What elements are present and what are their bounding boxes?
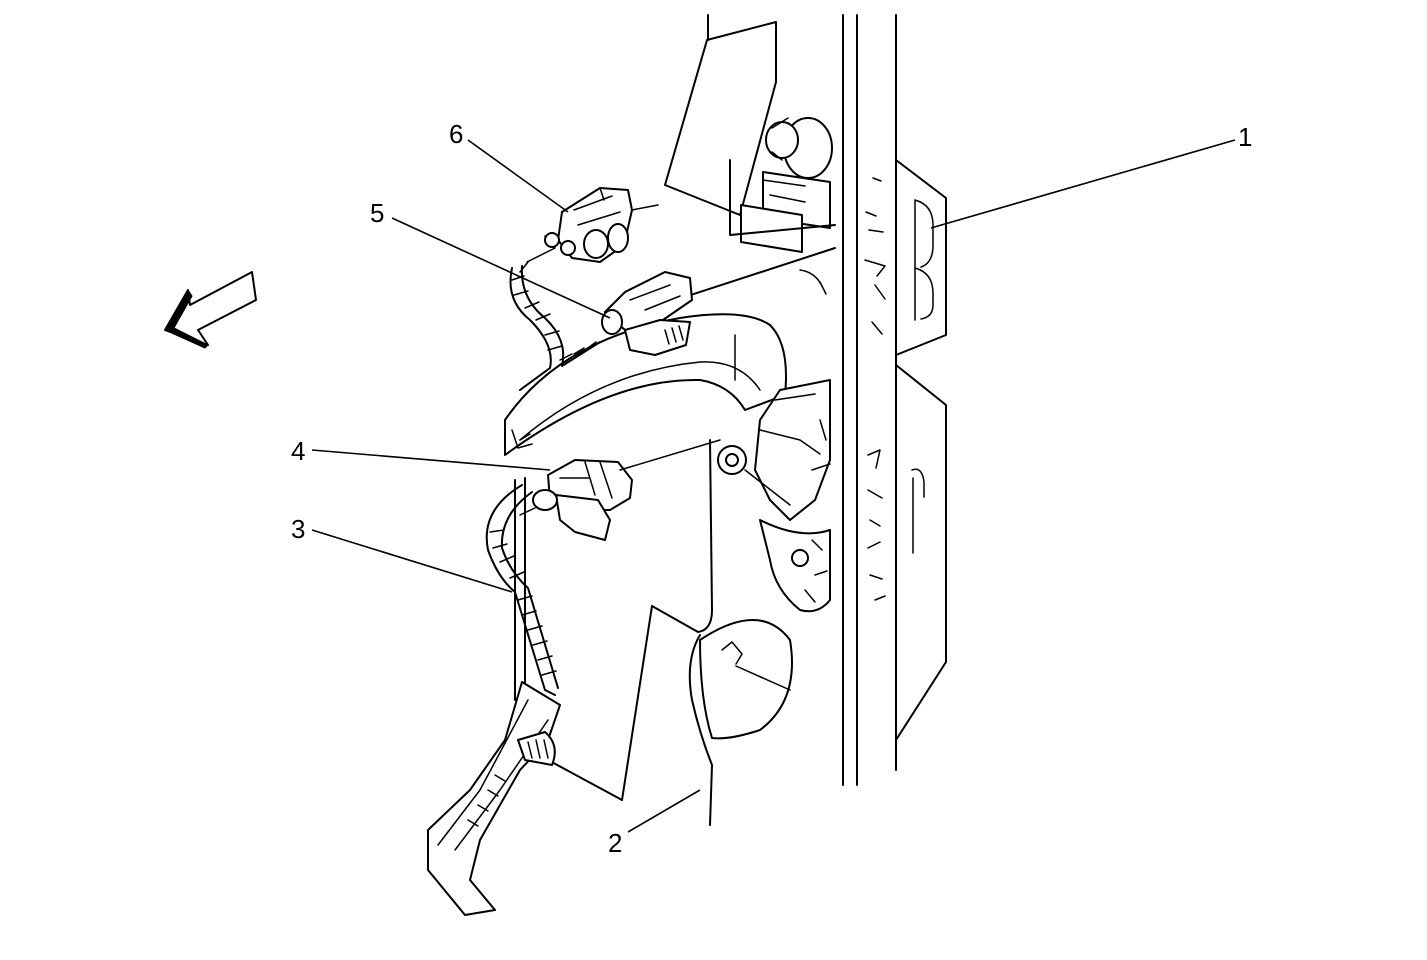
callout-5: 5 (370, 198, 384, 228)
callout-labels: 1 2 3 4 5 6 (291, 119, 1252, 858)
door-latch (717, 379, 831, 613)
callout-4: 4 (291, 436, 305, 466)
forward-direction-arrow-icon (164, 271, 257, 349)
connector-6 (519, 187, 659, 273)
body-structure (619, 14, 836, 319)
callout-2: 2 (608, 828, 622, 858)
trim-arc (504, 313, 787, 456)
lower-trim-strip (427, 681, 561, 916)
callout-1: 1 (1238, 122, 1252, 152)
leader-lines (311, 139, 1236, 833)
inner-door-panel (547, 439, 793, 826)
door-pillar (842, 14, 947, 786)
connector-4 (519, 439, 721, 541)
callout-6: 6 (449, 119, 463, 149)
callout-3: 3 (291, 514, 305, 544)
